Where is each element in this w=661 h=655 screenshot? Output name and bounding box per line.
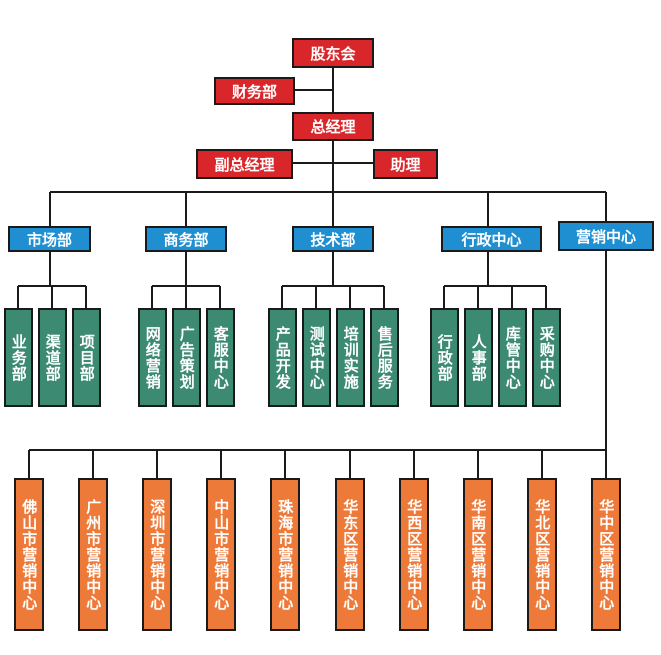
sales-center-zhuhai: 珠海市营销中心: [270, 478, 300, 631]
dept-admin: 行政中心: [441, 226, 542, 252]
sales-center-guangzhou: 广州市营销中心: [78, 478, 108, 631]
sales-center-west-china: 华西区营销中心: [399, 478, 429, 631]
sub-admin-purchasing: 采购中心: [532, 308, 561, 407]
dept-sales: 营销中心: [558, 221, 654, 251]
sales-center-foshan: 佛山市营销中心: [14, 478, 44, 631]
sub-market-business: 业务部: [4, 308, 33, 407]
sub-admin-hr: 人事部: [464, 308, 493, 407]
sub-business-online-marketing: 网络营销: [138, 308, 167, 407]
sub-market-project: 项目部: [72, 308, 101, 407]
node-finance: 财务部: [214, 77, 295, 105]
sales-center-shenzhen: 深圳市营销中心: [142, 478, 172, 631]
node-general-manager: 总经理: [292, 112, 374, 141]
sub-admin-administration: 行政部: [430, 308, 459, 407]
node-deputy-general-manager: 副总经理: [196, 149, 293, 179]
dept-tech: 技术部: [292, 226, 374, 252]
node-assistant: 助理: [373, 149, 438, 179]
dept-business: 商务部: [145, 226, 227, 252]
sales-center-south-china: 华南区营销中心: [463, 478, 493, 631]
sub-business-customer-service: 客服中心: [206, 308, 235, 407]
sub-business-advertising: 广告策划: [172, 308, 201, 407]
sub-tech-testing: 测试中心: [302, 308, 331, 407]
sub-tech-after-sales: 售后服务: [370, 308, 399, 407]
sales-center-central-china: 华中区营销中心: [591, 478, 621, 631]
dept-market: 市场部: [8, 226, 91, 252]
sub-tech-product-dev: 产品开发: [268, 308, 297, 407]
sub-admin-warehouse: 库管中心: [498, 308, 527, 407]
node-shareholders: 股东会: [292, 38, 374, 68]
sales-center-zhongshan: 中山市营销中心: [206, 478, 236, 631]
sales-center-east-china: 华东区营销中心: [335, 478, 365, 631]
sub-tech-training: 培训实施: [336, 308, 365, 407]
sales-center-north-china: 华北区营销中心: [527, 478, 557, 631]
sub-market-channel: 渠道部: [38, 308, 67, 407]
